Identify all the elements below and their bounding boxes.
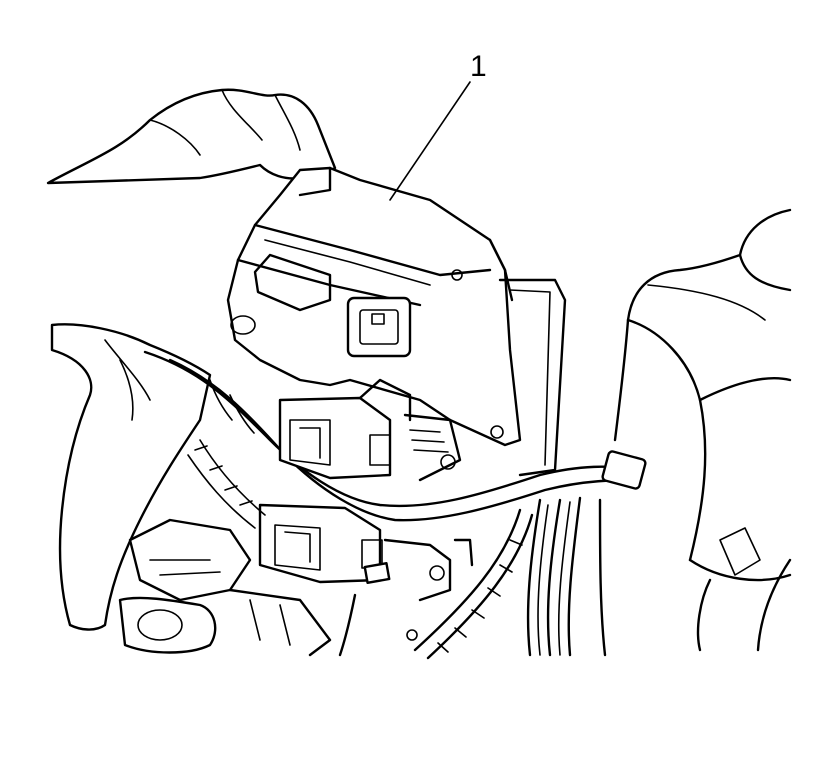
callout-leader-line — [389, 81, 471, 201]
coolant-reservoir — [613, 208, 792, 652]
engine-block-details — [118, 518, 418, 657]
upper-hand — [46, 88, 337, 185]
callout-label-1: 1 — [470, 50, 487, 83]
wiring-harness — [143, 350, 647, 522]
engine-control-module — [226, 166, 567, 477]
hanging-wires — [526, 496, 607, 657]
upper-harness-connector — [278, 378, 462, 482]
lower-hand — [50, 323, 212, 631]
lower-harness-connector — [258, 503, 474, 602]
corrugated-conduit — [187, 439, 534, 660]
